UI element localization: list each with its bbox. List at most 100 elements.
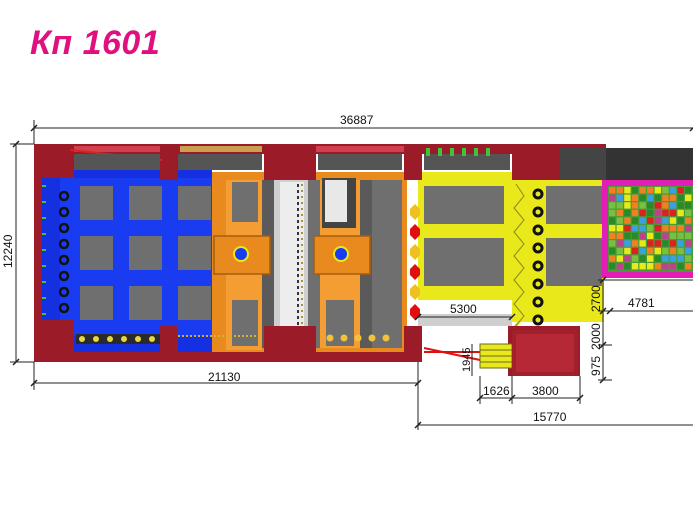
foam-cube — [639, 263, 646, 270]
foam-cube — [669, 187, 677, 194]
foam-cube — [647, 209, 654, 217]
foam-cube — [677, 232, 684, 239]
foam-cube — [639, 187, 646, 194]
foam-cube — [662, 247, 669, 255]
foam-cube — [609, 247, 616, 255]
foam-cube — [685, 232, 692, 239]
foam-cube — [654, 225, 661, 232]
ring-column — [58, 190, 70, 314]
frame-details — [69, 146, 510, 361]
foam-cube — [654, 255, 661, 262]
foam-cube — [647, 232, 654, 239]
foam-cube — [669, 232, 677, 239]
foam-cube — [631, 217, 639, 224]
logo-panel-left — [213, 235, 271, 275]
foam-cube — [609, 194, 616, 201]
foam-cube — [616, 232, 623, 239]
foam-cube — [639, 217, 646, 224]
foam-cube — [677, 240, 684, 247]
dim-pool-gap: 2700 — [589, 285, 603, 312]
foam-cube — [639, 232, 646, 239]
foam-cube — [662, 240, 669, 247]
foam-cube — [677, 209, 684, 217]
foam-cube — [654, 232, 661, 239]
blue-trampoline-zone — [36, 148, 212, 362]
blue-zone-mats — [80, 186, 211, 320]
dim-platform-width: 3800 — [532, 384, 559, 398]
foam-cube — [677, 225, 684, 232]
foam-cube — [624, 225, 631, 232]
foam-cube — [669, 217, 677, 224]
foam-cube — [669, 240, 677, 247]
foam-cube — [662, 202, 669, 209]
foam-cube — [631, 202, 639, 209]
foam-cube — [669, 209, 677, 217]
foam-cube — [616, 263, 623, 270]
tyre-column — [532, 188, 544, 326]
foam-cube — [639, 194, 646, 201]
foam-cube — [647, 217, 654, 224]
foam-cube — [616, 202, 623, 209]
yellow-zone — [410, 172, 604, 329]
foam-cube — [685, 263, 692, 270]
foam-cube — [669, 225, 677, 232]
foam-cube — [639, 240, 646, 247]
foam-cube — [685, 187, 692, 194]
foam-cube — [654, 194, 661, 201]
dim-right-v-1: 2000 — [589, 323, 603, 350]
foam-cube — [677, 217, 684, 224]
foam-cube — [647, 255, 654, 262]
foam-cube — [631, 225, 639, 232]
foam-cube — [647, 187, 654, 194]
foam-cube — [609, 232, 616, 239]
foam-cube — [631, 240, 639, 247]
stair-platform — [479, 330, 578, 376]
foam-cube — [609, 225, 616, 232]
dim-overall-height: 12240 — [1, 234, 15, 268]
foam-cube — [654, 240, 661, 247]
foam-cube — [616, 187, 623, 194]
foam-cube — [616, 247, 623, 255]
dim-overall-width: 36887 — [340, 113, 374, 127]
foam-cube — [662, 255, 669, 262]
foam-cube — [631, 263, 639, 270]
dimensions — [10, 120, 693, 430]
foam-cube — [662, 209, 669, 217]
foam-cube — [677, 194, 684, 201]
dimension-ticks — [12, 124, 693, 429]
foam-cube — [609, 255, 616, 262]
orange-zone — [178, 172, 407, 356]
foam-cube — [654, 187, 661, 194]
foam-cube — [624, 240, 631, 247]
foam-cube — [639, 247, 646, 255]
dim-left-section: 21130 — [208, 370, 241, 384]
foam-cube — [654, 202, 661, 209]
foam-cube — [631, 247, 639, 255]
foam-cube — [669, 263, 677, 270]
dim-stair-width: 1626 — [483, 384, 510, 398]
foam-cube — [669, 255, 677, 262]
foam-cube — [685, 217, 692, 224]
foam-cube — [609, 263, 616, 270]
foam-cube — [685, 247, 692, 255]
dim-right-v-2: 975 — [589, 356, 603, 376]
dim-right-section: 15770 — [533, 410, 567, 424]
foam-cube — [624, 232, 631, 239]
foam-cube — [647, 263, 654, 270]
foam-cube — [685, 240, 692, 247]
foam-cube — [624, 217, 631, 224]
foam-cube — [677, 263, 684, 270]
foam-cube — [654, 217, 661, 224]
hex-pads — [410, 204, 420, 320]
foam-cube — [631, 232, 639, 239]
foam-cube — [609, 217, 616, 224]
foam-cube — [609, 240, 616, 247]
foam-cube — [677, 247, 684, 255]
foam-cube — [616, 209, 623, 217]
foam-cube — [624, 263, 631, 270]
foam-cube — [669, 194, 677, 201]
foam-cube — [662, 232, 669, 239]
foam-cube — [669, 247, 677, 255]
foam-cube — [662, 217, 669, 224]
foam-cube — [624, 202, 631, 209]
